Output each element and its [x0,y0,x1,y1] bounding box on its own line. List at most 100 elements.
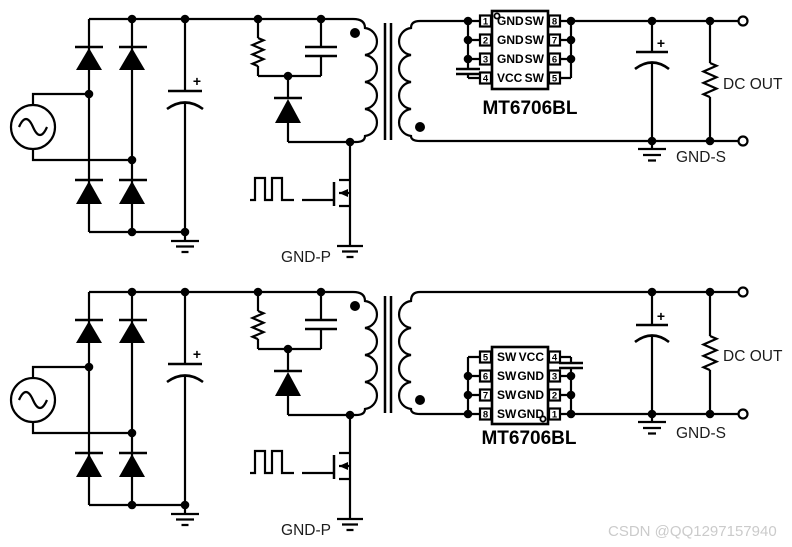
pin-box [547,14,562,28]
polarity-dot [415,122,425,132]
wire [650,21,712,141]
pin-number: 8 [552,16,557,27]
polarity-plus: + [193,73,201,89]
diode-icon [275,99,301,123]
output-stage: + DC OUT GND-S [420,286,783,442]
bulk-capacitor: + [166,19,204,254]
load-resistor-icon [700,334,720,372]
pin-number: 3 [483,54,488,65]
pin-box [547,407,562,421]
pin1-marker-icon [493,12,501,20]
rcd-snubber [249,19,350,144]
ground-icon [171,505,199,527]
capacitor-plate [305,318,337,331]
wire [560,355,573,416]
ac-source [9,92,132,162]
transformer [350,290,425,417]
ground-icon [337,244,363,259]
vcc-capacitor-plate [559,361,583,370]
diode-icon [76,454,102,477]
pin-box [478,14,493,28]
resistor-icon [249,309,267,341]
vcc-capacitor-plate [456,67,480,76]
dc-out-label: DC OUT [723,348,783,365]
ic-name: MT6706BL [482,98,577,119]
mosfet [339,142,352,246]
gnd-p-label: GND-P [281,522,331,539]
wire [31,92,132,162]
polarity-plus: + [657,308,665,324]
pin-number: 5 [552,73,558,84]
pin-label: SW [525,14,545,28]
bridge-rectifier [75,17,353,234]
pin-box [547,71,562,85]
pin-number: 4 [552,352,558,363]
pin-label: VCC [497,71,523,85]
pin-box [547,369,562,383]
rcd-snubber [249,292,350,417]
diode-cathode-bar [75,318,147,455]
ac-source [9,365,132,435]
sine-icon [17,390,49,410]
pin-number: 8 [483,409,488,420]
capacitor-curved-plate [634,334,670,344]
pin-box [478,388,493,402]
pin-box [478,52,493,66]
mosfet [339,415,352,519]
ic-body [490,345,550,426]
pin-number: 7 [483,390,488,401]
polarity-dot [350,28,360,38]
ground-icon [337,517,363,532]
diode-icon [275,372,301,396]
wire [31,365,132,435]
mosfet-arrow [339,189,348,197]
diode-icon [76,181,102,204]
wire [256,19,350,144]
pin-label: SW [497,350,517,364]
bulk-capacitor: + [166,292,204,527]
pin-number: 5 [483,352,489,363]
pin-number: 1 [483,16,489,27]
secondary-winding [398,290,421,416]
gnd-s-label: GND-S [676,425,726,442]
pin-label: SW [525,33,545,47]
pin-label: GND [497,33,524,47]
primary-winding [350,290,378,417]
wire [650,292,712,414]
pin-number: 2 [552,390,557,401]
gate-drive-waveform-icon [250,176,294,202]
secondary-winding [398,19,421,143]
sine-icon [17,117,49,137]
junction-dots [84,287,715,510]
capacitor-plate [305,45,337,58]
pin-label: VCC [519,350,545,364]
pin-label: GND [497,14,524,28]
pin-label: SW [497,407,517,421]
polarity-plus: + [193,346,201,362]
pin-number: 2 [483,35,488,46]
pin-box [547,388,562,402]
output-terminal [737,286,749,298]
resistor-icon [249,36,267,68]
pin-box [547,33,562,47]
sync-rectifier-ic: 1 2 3 4 8 7 6 5 GND GND GND VCC SW SW SW… [420,9,578,119]
pin-label: GND [497,52,524,66]
diode-icon [76,321,102,343]
pin-label: SW [525,52,545,66]
diode-icon [119,321,145,343]
ic-body [490,9,550,91]
load-resistor-icon [700,61,720,99]
pin-box [478,369,493,383]
wire [87,17,353,234]
mosfet-switch: GND-P [250,142,363,266]
bridge-rectifier [75,290,353,507]
pin-number: 7 [552,35,557,46]
pin-number: 3 [552,371,557,382]
pin-number: 6 [483,371,488,382]
wire [560,19,573,80]
sync-rectifier-ic: 5 6 7 8 4 3 2 1 SW SW SW SW VCC GND GND … [420,345,583,449]
pin-number: 1 [552,409,558,420]
primary-winding [350,17,378,144]
circuit-top: + GND-P [9,9,783,266]
capacitor-curved-plate [166,101,204,111]
